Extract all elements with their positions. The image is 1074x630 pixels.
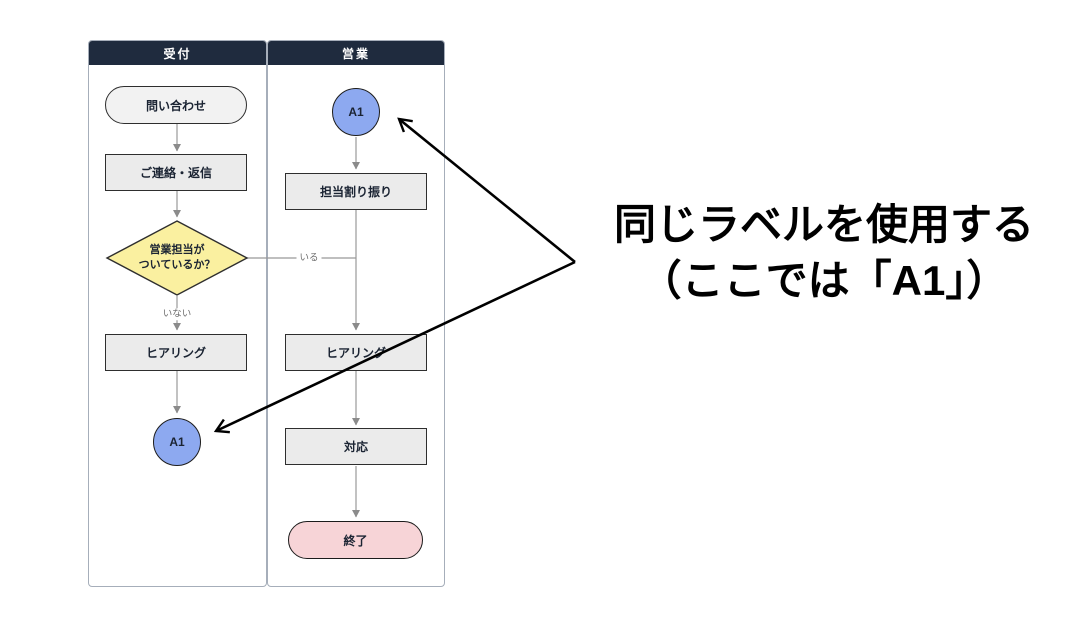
- node-contact-reply: ご連絡・返信: [105, 154, 247, 191]
- annotation-line1: 同じラベルを使用する: [613, 201, 1034, 248]
- node-offpage-a1-reception: A1: [153, 418, 201, 466]
- decision-text-line2: ついているか？: [138, 259, 216, 271]
- node-decision: 営業担当が ついているか？: [107, 221, 247, 295]
- edge-label-yes: いる: [296, 252, 322, 264]
- node-offpage-a1-sales: A1: [332, 88, 380, 136]
- node-assign: 担当割り振り: [285, 173, 427, 210]
- lane-header-sales: 営業: [268, 41, 444, 65]
- node-respond: 対応: [285, 428, 427, 465]
- node-end: 終了: [288, 521, 423, 559]
- edge-label-no: いない: [159, 308, 195, 320]
- decision-text-line1: 営業担当が: [149, 244, 205, 256]
- node-hearing-sales: ヒアリング: [285, 334, 427, 371]
- node-hearing-reception: ヒアリング: [105, 334, 247, 371]
- annotation-line2: （ここでは「A1」）: [639, 257, 1009, 304]
- node-inquiry: 問い合わせ: [105, 86, 247, 124]
- annotation-text: 同じラベルを使用する （ここでは「A1」）: [598, 197, 1050, 309]
- lane-header-reception: 受付: [89, 41, 266, 65]
